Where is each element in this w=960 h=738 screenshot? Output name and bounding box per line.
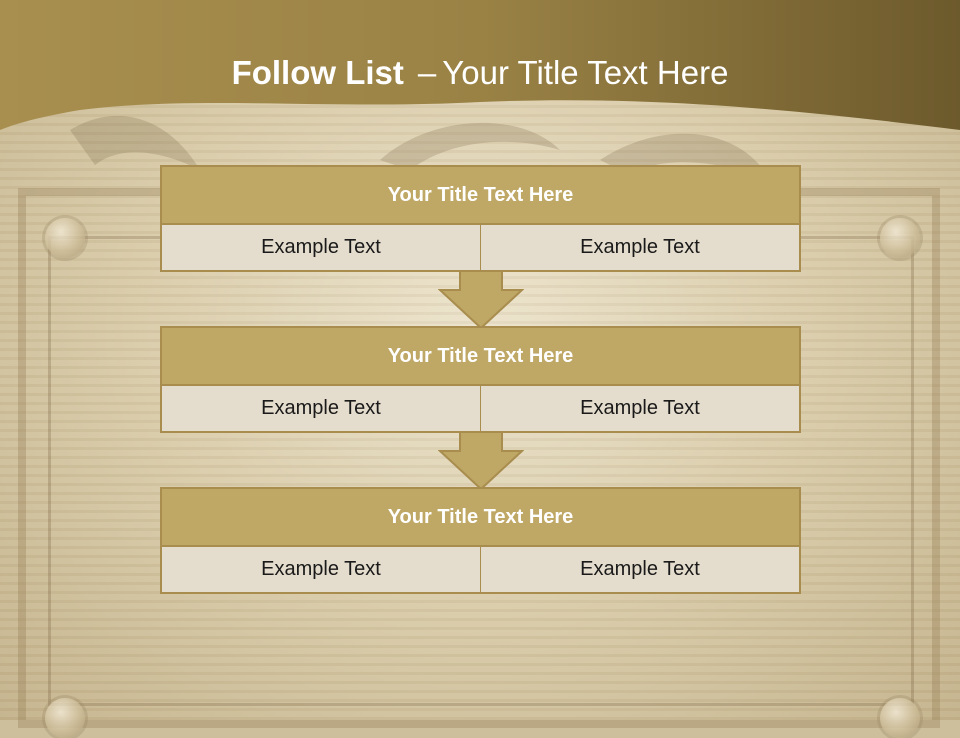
rivet-top-left xyxy=(45,218,85,258)
step-3-left-cell: Example Text xyxy=(162,547,480,592)
down-arrow-2-icon xyxy=(438,431,524,491)
rivet-bottom-left xyxy=(45,698,85,738)
step-3-box: Your Title Text Here Example Text Exampl… xyxy=(160,487,801,594)
step-2-title: Your Title Text Here xyxy=(162,328,799,384)
title-bold-part: Follow List xyxy=(231,54,404,91)
title-dash: – xyxy=(417,54,437,91)
step-2-right-cell: Example Text xyxy=(481,386,799,431)
step-3-right-cell: Example Text xyxy=(481,547,799,592)
header-band xyxy=(0,0,960,130)
step-1-right-cell: Example Text xyxy=(481,225,799,270)
title-rest-part: Your Title Text Here xyxy=(442,54,729,91)
step-1-box: Your Title Text Here Example Text Exampl… xyxy=(160,165,801,272)
step-3-title: Your Title Text Here xyxy=(162,489,799,545)
page-title: Follow List–Your Title Text Here xyxy=(0,54,960,92)
rivet-bottom-right xyxy=(880,698,920,738)
rivet-top-right xyxy=(880,218,920,258)
step-1-title: Your Title Text Here xyxy=(162,167,799,223)
step-1-left-cell: Example Text xyxy=(162,225,480,270)
step-2-left-cell: Example Text xyxy=(162,386,480,431)
step-2-box: Your Title Text Here Example Text Exampl… xyxy=(160,326,801,433)
down-arrow-1-icon xyxy=(438,270,524,330)
